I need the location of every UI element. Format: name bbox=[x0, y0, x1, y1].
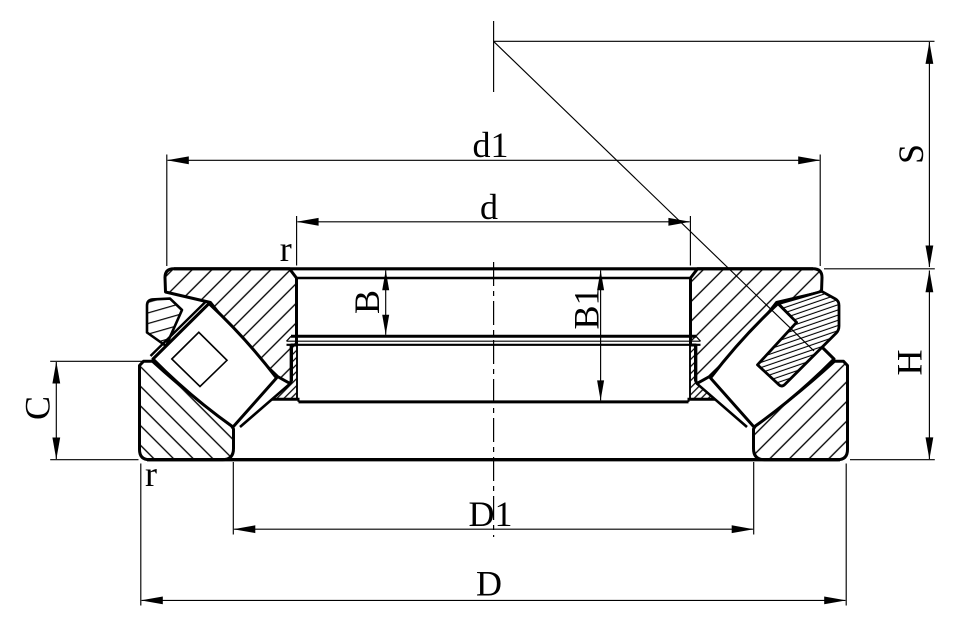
svg-text:C: C bbox=[18, 396, 58, 420]
svg-text:D: D bbox=[476, 564, 502, 604]
svg-text:r: r bbox=[145, 454, 157, 494]
svg-text:D1: D1 bbox=[469, 494, 513, 534]
svg-text:d: d bbox=[480, 187, 498, 227]
svg-text:r: r bbox=[280, 229, 292, 269]
svg-text:S: S bbox=[891, 144, 931, 164]
svg-text:B1: B1 bbox=[567, 287, 607, 329]
svg-text:d1: d1 bbox=[473, 125, 509, 165]
svg-text:B: B bbox=[347, 290, 387, 314]
svg-text:H: H bbox=[890, 350, 930, 376]
